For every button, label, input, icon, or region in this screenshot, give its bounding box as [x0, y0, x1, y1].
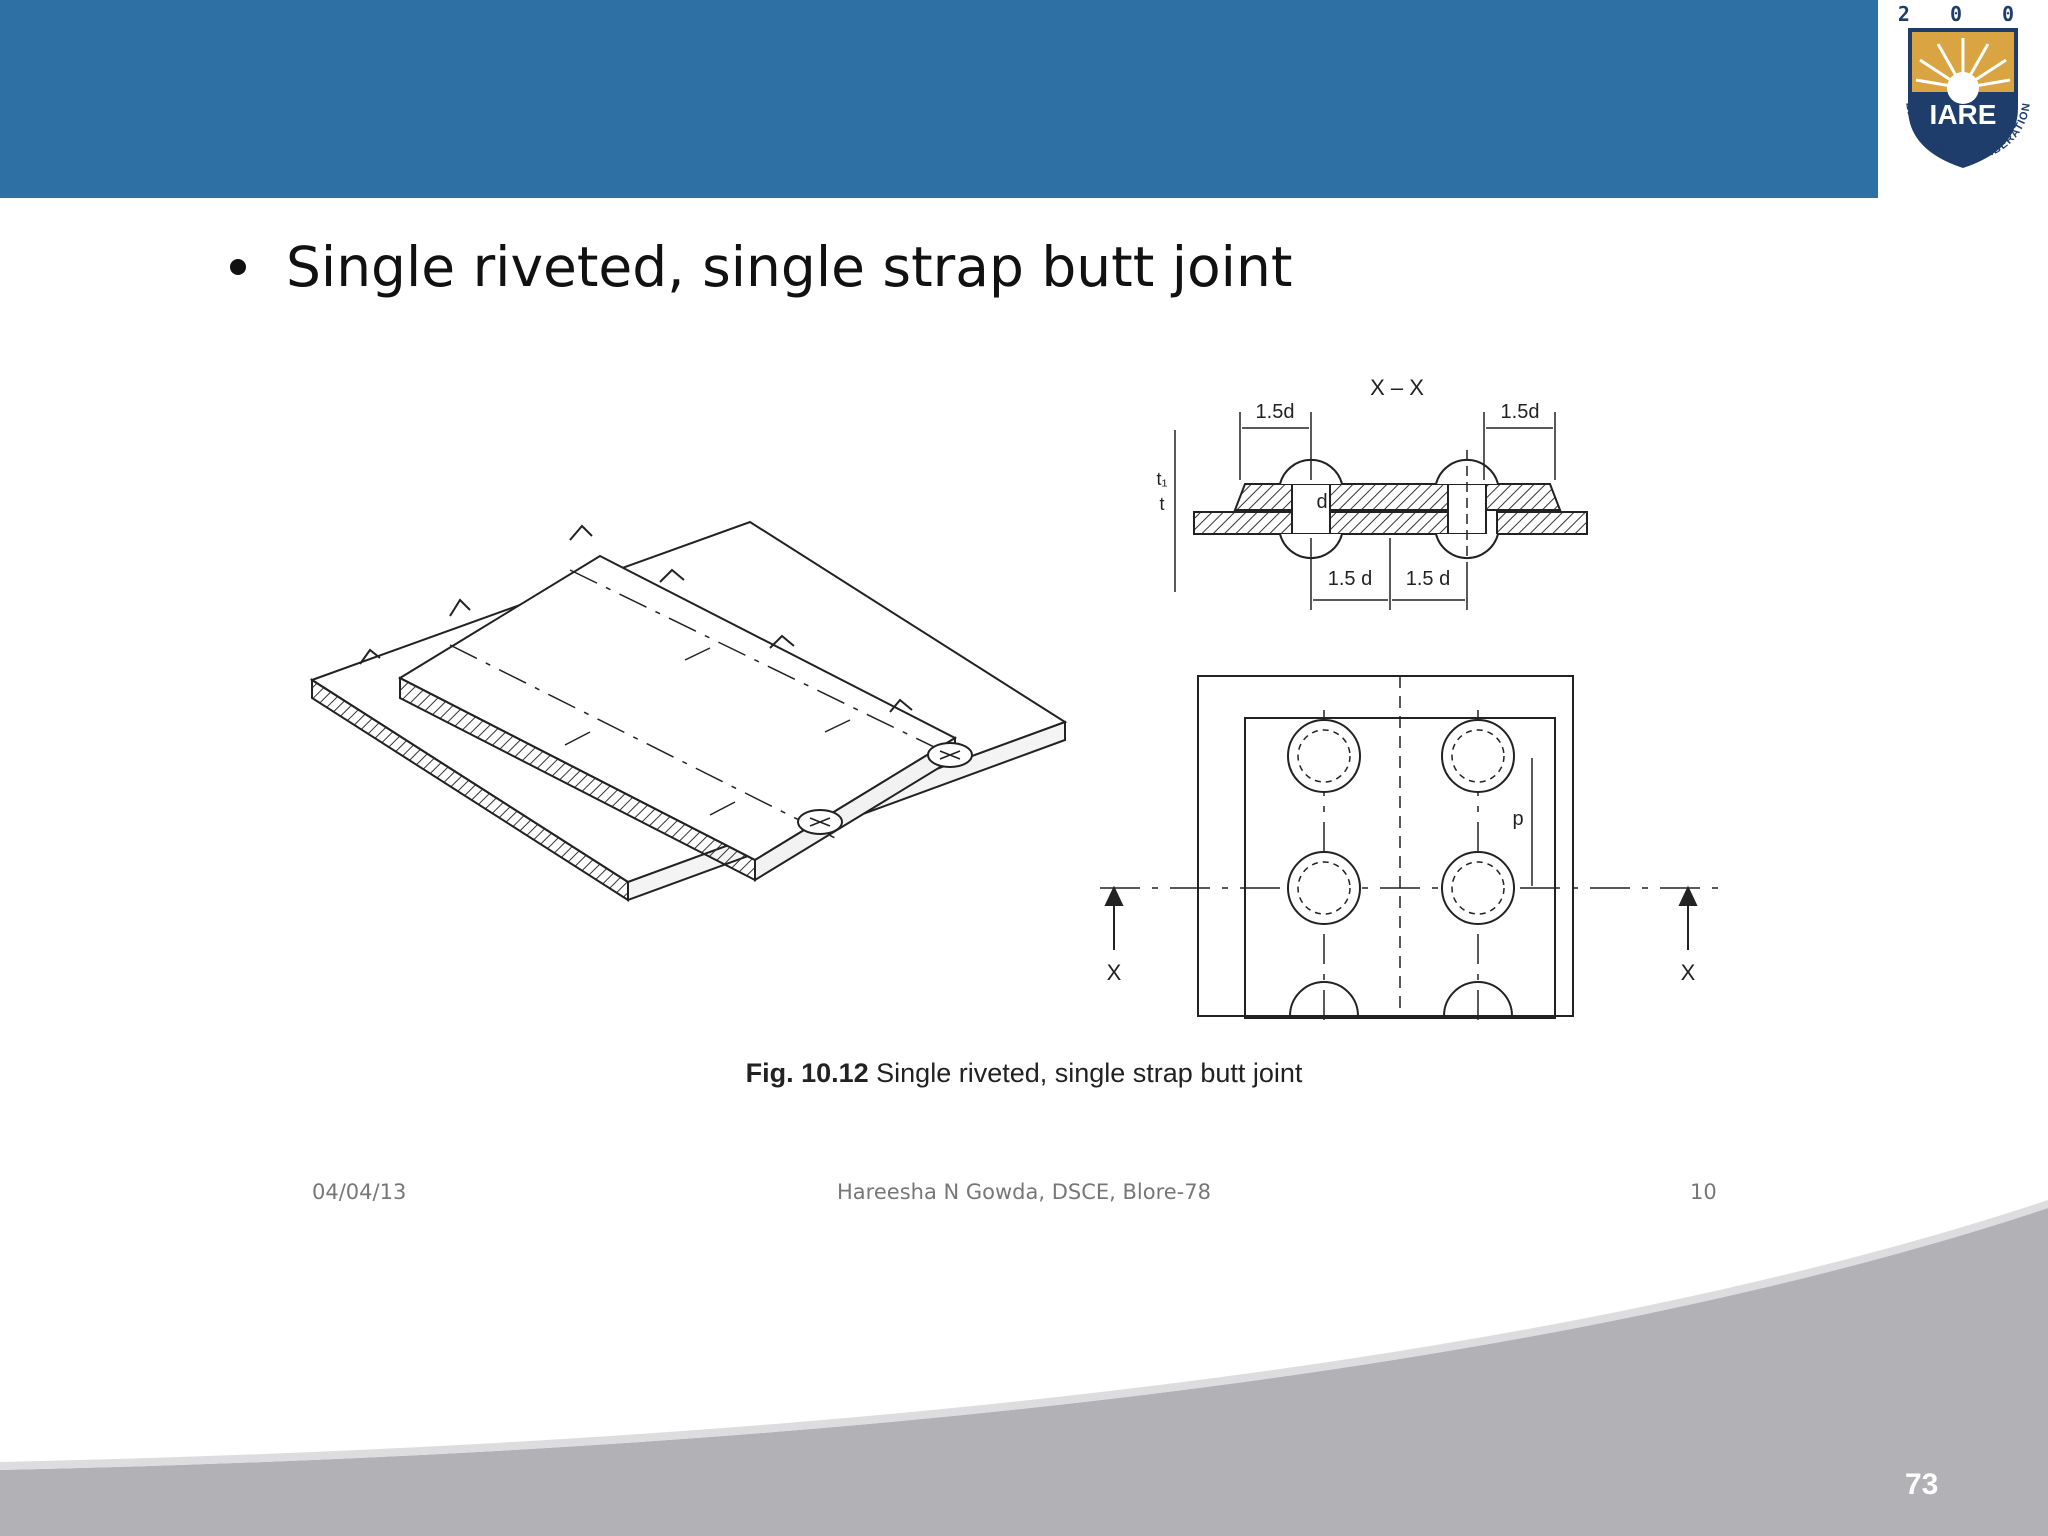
bullet-item: Single riveted, single strap butt joint — [230, 232, 1292, 302]
dim-top-right: 1.5d — [1501, 401, 1540, 423]
isometric-view — [309, 520, 1068, 902]
section-label: X – X — [1370, 375, 1424, 400]
section-marker-left: X — [1107, 960, 1122, 985]
bottom-swoosh — [0, 1200, 2048, 1536]
section-marker-right: X — [1681, 960, 1696, 985]
footer-page: 10 — [1690, 1180, 1717, 1204]
slide-number: 73 — [1905, 1468, 1939, 1501]
footer-date: 04/04/13 — [312, 1180, 407, 1204]
footer-author: Hareesha N Gowda, DSCE, Blore-78 — [837, 1180, 1211, 1204]
strap-thickness-label: t₁ — [1156, 469, 1167, 489]
pitch-label: p — [1512, 808, 1523, 830]
section-view: X – X 1.5d 1.5d d — [1156, 375, 1588, 610]
logo-emblem-icon: IARE EDUCATION FOR LIBERATION — [1903, 28, 2032, 168]
logo-name: IARE — [1930, 99, 1997, 130]
header-band — [0, 0, 2048, 198]
riveted-joint-figure: X – X 1.5d 1.5d d — [300, 360, 1750, 1120]
joint-drawing: X – X 1.5d 1.5d d — [309, 375, 1720, 1020]
thickness-label: t — [1159, 494, 1164, 514]
caption-text: Single riveted, single strap butt joint — [876, 1058, 1303, 1088]
bullet-dot-icon — [230, 259, 246, 275]
dim-bottom-right: 1.5 d — [1406, 568, 1450, 590]
figure-caption: Fig. 10.12 Single riveted, single strap … — [0, 1058, 2048, 1089]
plan-view: p X X — [1100, 675, 1720, 1020]
dia-label: d — [1316, 491, 1327, 513]
bullet-text: Single riveted, single strap butt joint — [286, 235, 1293, 299]
iare-logo: 2 0 0 0 IARE EDUCATION FOR LIBERATION — [1878, 0, 2048, 198]
dim-top-left: 1.5d — [1256, 401, 1295, 423]
caption-fig-number: Fig. 10.12 — [745, 1058, 869, 1088]
dim-bottom-left: 1.5 d — [1328, 568, 1372, 590]
